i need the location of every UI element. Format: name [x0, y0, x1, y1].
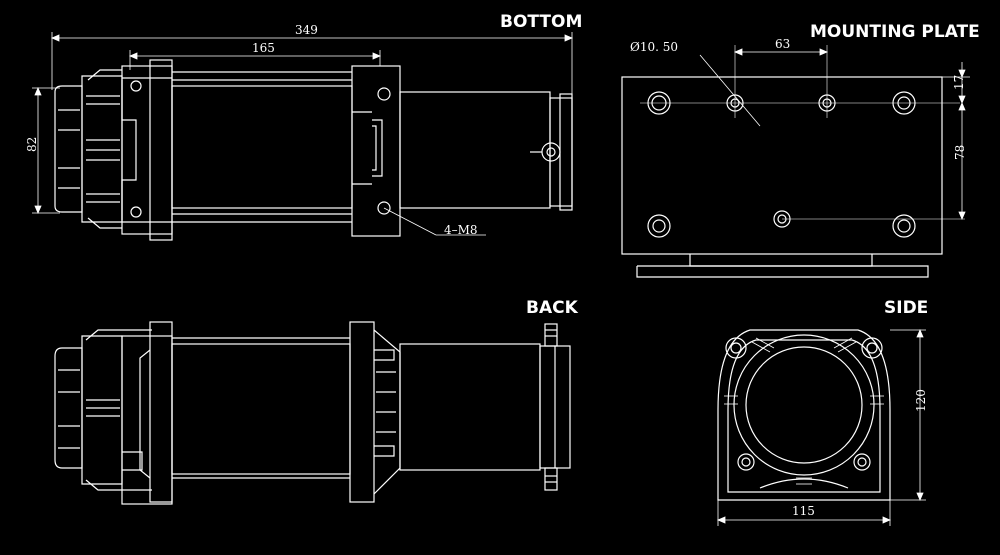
- side-bolt: [725, 337, 747, 359]
- bottom-view-title: BOTTOM: [500, 12, 582, 32]
- side-bolt: [853, 453, 871, 471]
- dim-mount-span-label: 165: [252, 41, 275, 55]
- mounting-plate-title: MOUNTING PLATE: [810, 22, 980, 42]
- bolt-callout-label: 4–M8: [444, 223, 478, 237]
- plate-hole: [647, 214, 671, 238]
- mounting-plate-view: MOUNTING PLATE Ø10. 50: [621, 22, 980, 278]
- plate-base-flange: [636, 254, 929, 278]
- dim-side-width-label: 115: [792, 504, 815, 518]
- motor: [399, 343, 571, 471]
- dim-side-width: [716, 500, 892, 526]
- plate-center-lines: [640, 45, 965, 220]
- motor: [399, 91, 573, 211]
- drum: [171, 71, 353, 223]
- left-end-bearing: [121, 321, 173, 505]
- plate-outline: [621, 76, 943, 255]
- dim-hole-diameter-label: Ø10. 50: [630, 40, 678, 54]
- side-view-title: SIDE: [884, 298, 928, 318]
- gear-housing: [54, 69, 137, 229]
- plate-hole: [892, 214, 916, 238]
- bolt-callout-leader: [383, 207, 486, 236]
- dim-edge-offset-label: 17: [952, 75, 966, 90]
- left-end-bearing: [121, 59, 173, 241]
- side-view: SIDE 120: [716, 298, 928, 526]
- right-end-bearing: [349, 321, 401, 503]
- motor-terminal: [544, 323, 558, 491]
- dim-vertical-spacing-label: 78: [953, 145, 967, 160]
- drum: [171, 337, 351, 479]
- dim-side-height: [890, 328, 926, 502]
- dim-hole-spacing: [733, 48, 829, 56]
- dim-mount-span: [128, 50, 382, 70]
- bottom-view: BOTTOM 349 165 82: [25, 12, 582, 241]
- dim-hole-diameter-leader: [699, 54, 761, 127]
- dim-total-length: [50, 32, 574, 100]
- gear-housing: [54, 329, 152, 491]
- dim-hole-spacing-label: 63: [775, 37, 790, 51]
- side-ribs: [724, 337, 884, 485]
- dim-plate-vertical: [942, 62, 970, 221]
- dim-height-label: 82: [25, 137, 39, 152]
- dim-total-length-label: 349: [295, 23, 318, 37]
- dim-side-height-label: 120: [914, 389, 928, 412]
- back-view-title: BACK: [526, 298, 579, 318]
- right-end-bearing: [351, 65, 401, 237]
- back-view: BACK: [54, 298, 579, 505]
- side-bolt: [861, 337, 883, 359]
- side-bolt: [737, 453, 755, 471]
- dim-height: [32, 86, 60, 215]
- side-housing: [717, 329, 891, 501]
